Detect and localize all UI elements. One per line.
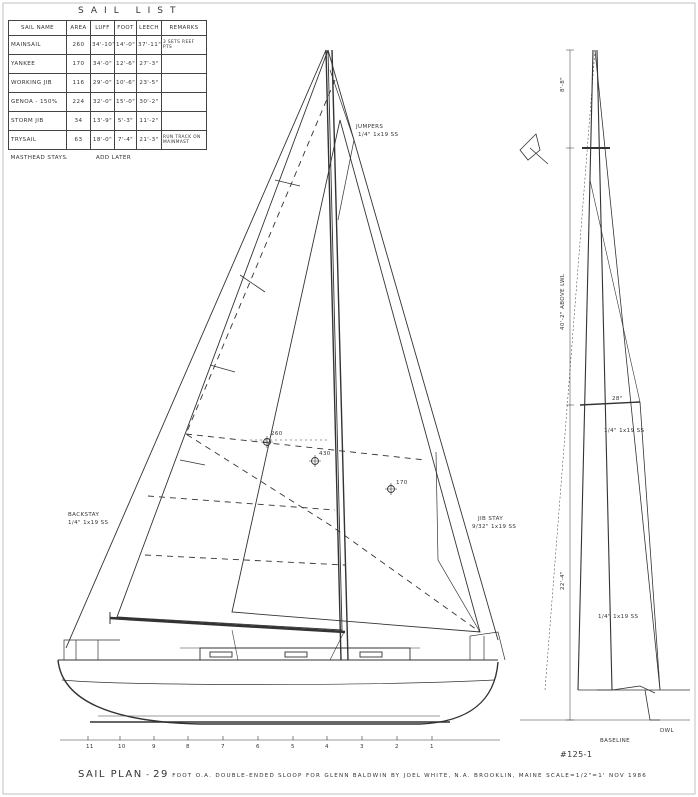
boat-description: DOUBLE-ENDED SLOOP: [215, 773, 303, 779]
spreader-lower: [579, 401, 641, 406]
backstay-label: BACKSTAY: [68, 512, 100, 518]
ce-260-label: 260: [271, 431, 283, 437]
for-label: FOR: [305, 773, 322, 779]
station-mark: 8: [186, 744, 190, 750]
intermediate-shroud: [589, 179, 641, 403]
yankee-leech: [435, 451, 481, 633]
mast-step: [597, 685, 656, 694]
jib-stay-label: JIB STAY: [478, 516, 504, 522]
station-mark: 6: [256, 744, 260, 750]
dim-lower-label: 22'-4": [560, 571, 566, 590]
spreader-dim-label: 28": [612, 396, 623, 402]
title-dash: -: [146, 770, 150, 779]
station-mark: 4: [325, 744, 329, 750]
boom: [109, 616, 346, 634]
station-mark: 9: [152, 744, 156, 750]
spreader-detail: [519, 133, 549, 165]
porthole-3: [359, 651, 383, 658]
ce-430-label: 430: [319, 451, 331, 457]
designer-location: BROOKLIN, MAINE: [474, 773, 543, 779]
designer-name: JOEL WHITE, N.A.: [403, 773, 471, 779]
station-mark: 10: [118, 744, 126, 750]
vang: [231, 629, 345, 661]
boot-top: [61, 679, 495, 685]
lower-shroud: [639, 401, 661, 691]
station-mark: 2: [395, 744, 399, 750]
jumper-strut: [329, 69, 355, 221]
scale-label: SCALE=1/2"=1': [546, 773, 606, 779]
stern-pulpit: [63, 639, 120, 660]
dim-upper-label: 8'-8": [560, 76, 566, 92]
battens: [179, 179, 301, 466]
mast: [325, 49, 349, 661]
upper-shroud: [594, 49, 661, 691]
ce-170-label: 170: [396, 480, 408, 486]
mast-profile: [577, 49, 613, 691]
sail-note: ADD LATER: [95, 155, 132, 161]
sail-list-table: SAIL LIST SAIL NAME AREA LUFF FOOT LEECH…: [8, 6, 207, 166]
genoa-outline: [185, 79, 481, 633]
shroud-upper-label: 1/4" 1x19 SS: [604, 428, 645, 434]
hull-profile: [57, 659, 499, 725]
sail-remarks: RUN TRACK ON MAINMAST: [161, 130, 207, 150]
boat-length: 29: [153, 769, 169, 780]
station-mark: 7: [221, 744, 225, 750]
table-row: MASTHEAD STAYSAIL ADD LATER: [9, 150, 207, 167]
table-row: STORM JIB 34 13'-9" 5'-3" 11'-2": [8, 111, 207, 131]
jib: [231, 119, 481, 633]
station-mark: 1: [430, 744, 434, 750]
plan-title: SAIL PLAN: [78, 769, 143, 780]
station-mark: 3: [360, 744, 364, 750]
jumpers-size-label: 1/4" 1x19 SS: [358, 132, 399, 138]
lwl-label: DWL: [660, 728, 674, 734]
station-mark: 11: [86, 744, 94, 750]
table-row: TRYSAIL 63 18'-0" 7'-4" 21'-3" RUN TRACK…: [8, 130, 207, 150]
bow-pulpit: [469, 631, 506, 661]
jumpers-label: JUMPERS: [356, 124, 384, 130]
by-label: BY: [390, 773, 401, 779]
baseline-label: BASELINE: [600, 738, 630, 744]
sail-list-title: SAIL LIST: [78, 6, 183, 16]
porthole-1: [209, 651, 233, 658]
headstay: [327, 49, 499, 641]
client-name: GLENN BALDWIN: [324, 773, 388, 779]
reef-lines: [144, 433, 426, 566]
mainsail: [116, 49, 343, 631]
jib-stay-size-label: 9/32" 1x19 SS: [472, 524, 517, 530]
oa-label: O.A.: [195, 773, 213, 779]
dim-mid-label: 40'-2" ABOVE LWL: [560, 273, 566, 330]
table-row: GENOA - 150% 224 32'-0" 15'-0" 30'-2": [8, 92, 207, 112]
backstay: [65, 49, 327, 649]
station-mark: 5: [291, 744, 295, 750]
sail-table: SAIL NAME AREA LUFF FOOT LEECH REMARKS M…: [8, 20, 207, 166]
backstay-size-label: 1/4" 1x19 SS: [68, 520, 109, 526]
length-unit: FOOT: [172, 773, 193, 779]
porthole-2: [284, 651, 308, 658]
drawing-number: #125-1: [560, 750, 593, 759]
sail-name: MASTHEAD STAYSAIL: [10, 155, 67, 161]
cabin-house: [199, 647, 411, 660]
date-label: NOV 1986: [609, 773, 647, 779]
title-block: SAIL PLAN - 29 FOOT O.A. DOUBLE-ENDED SL…: [78, 769, 647, 780]
shroud-lower-label: 1/4" 1x19 SS: [598, 614, 639, 620]
